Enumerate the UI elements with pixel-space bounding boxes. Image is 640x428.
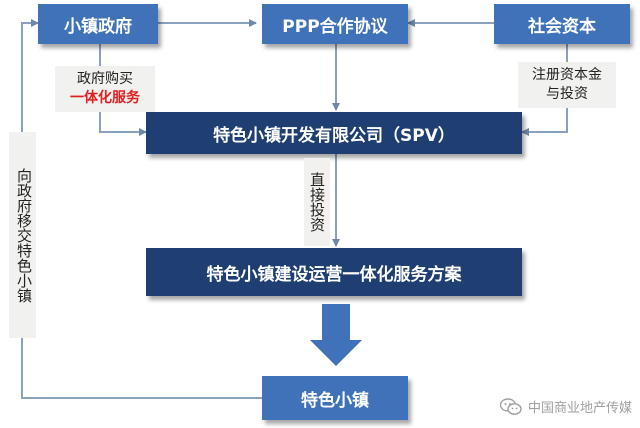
node-town-government: 小镇政府 (38, 4, 158, 44)
node-service-plan-label: 特色小镇建设运营一体化服务方案 (206, 264, 462, 285)
node-service-plan: 特色小镇建设运营一体化服务方案 (146, 248, 522, 296)
node-social-capital: 社会资本 (494, 4, 630, 44)
node-feature-town: 特色小镇 (262, 376, 408, 420)
node-spv-label: 特色小镇开发有限公司（SPV） (213, 125, 455, 146)
down-arrow-icon (310, 304, 362, 366)
node-town-government-label: 小镇政府 (64, 16, 132, 37)
label-government-purchase-line2: 一体化服务 (70, 90, 140, 106)
label-registered-capital-line2: 与投资 (546, 86, 588, 102)
node-social-capital-label: 社会资本 (528, 16, 596, 37)
label-government-purchase-line1: 政府购买 (77, 71, 133, 87)
wechat-icon (499, 397, 522, 415)
label-registered-capital-line1: 注册资本金 (532, 67, 602, 83)
label-direct-investment: 直接投资 (304, 158, 330, 246)
watermark-text: 中国商业地产传媒 (527, 401, 632, 416)
label-transfer-to-government: 向政府移交特色小镇 (9, 132, 36, 338)
label-direct-investment-text: 直接投资 (308, 172, 326, 232)
node-ppp-agreement: PPP合作协议 (262, 4, 408, 44)
node-ppp-agreement-label: PPP合作协议 (282, 16, 388, 37)
node-feature-town-label: 特色小镇 (301, 390, 369, 411)
node-spv: 特色小镇开发有限公司（SPV） (146, 112, 522, 154)
watermark: 中国商业地产传媒 (499, 397, 632, 416)
label-registered-capital: 注册资本金 与投资 (518, 62, 616, 108)
label-government-purchase: 政府购买 一体化服务 (55, 66, 155, 112)
label-transfer-to-government-text: 向政府移交特色小镇 (15, 167, 33, 303)
